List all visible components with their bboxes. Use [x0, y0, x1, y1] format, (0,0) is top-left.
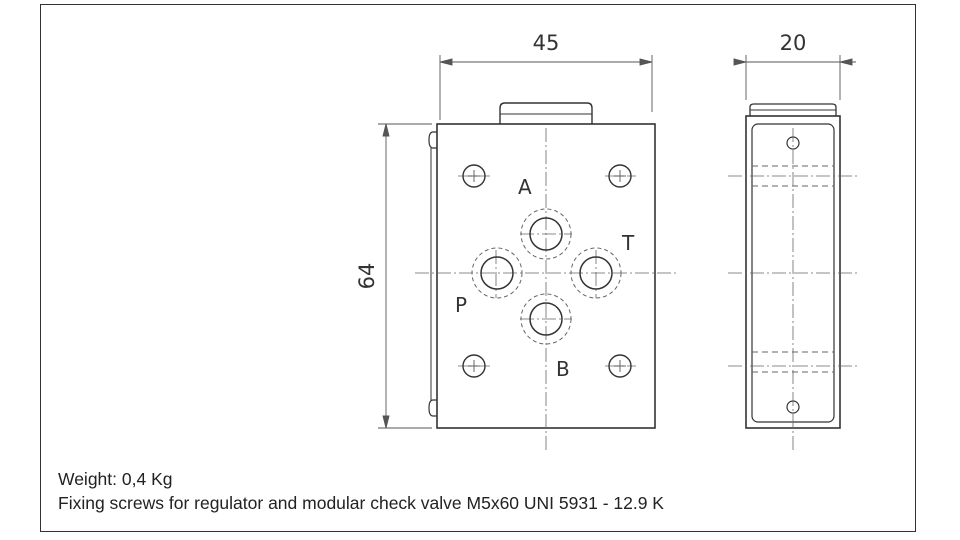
- port-label-t: T: [621, 231, 635, 255]
- port-b-hole: [529, 302, 563, 336]
- width-dimension: [439, 55, 653, 120]
- side-centerlines: [728, 128, 858, 452]
- port-label-a: A: [518, 175, 532, 199]
- height-dimension-value: 64: [355, 263, 379, 290]
- front-view: [415, 102, 676, 452]
- top-boss: [499, 102, 593, 124]
- port-label-p: P: [455, 293, 467, 317]
- port-a-hole: [529, 217, 563, 251]
- fixing-holes: [462, 164, 632, 378]
- front-centerlines: [415, 128, 676, 452]
- width-dimension-value: 45: [533, 31, 560, 55]
- drawing-notes: Weight: 0,4 Kg Fixing screws for regulat…: [58, 467, 664, 515]
- height-dimension: [378, 123, 432, 429]
- port-p-hole: [480, 256, 514, 290]
- side-top-boss: [749, 103, 837, 116]
- drawing-frame: [40, 4, 916, 532]
- side-view: [728, 103, 858, 452]
- fixing-hole-crosshairs: [468, 170, 626, 372]
- port-t-hole: [579, 256, 613, 290]
- screws-note: Fixing screws for regulator and modular …: [58, 493, 664, 513]
- port-label-b: B: [556, 357, 570, 381]
- weight-note: Weight: 0,4 Kg: [58, 469, 173, 489]
- left-lug-bottom: [428, 399, 437, 417]
- depth-dimension: [733, 55, 856, 100]
- depth-dimension-value: 20: [780, 31, 807, 55]
- left-lug-top: [428, 131, 437, 149]
- port-counterbores: [471, 208, 622, 345]
